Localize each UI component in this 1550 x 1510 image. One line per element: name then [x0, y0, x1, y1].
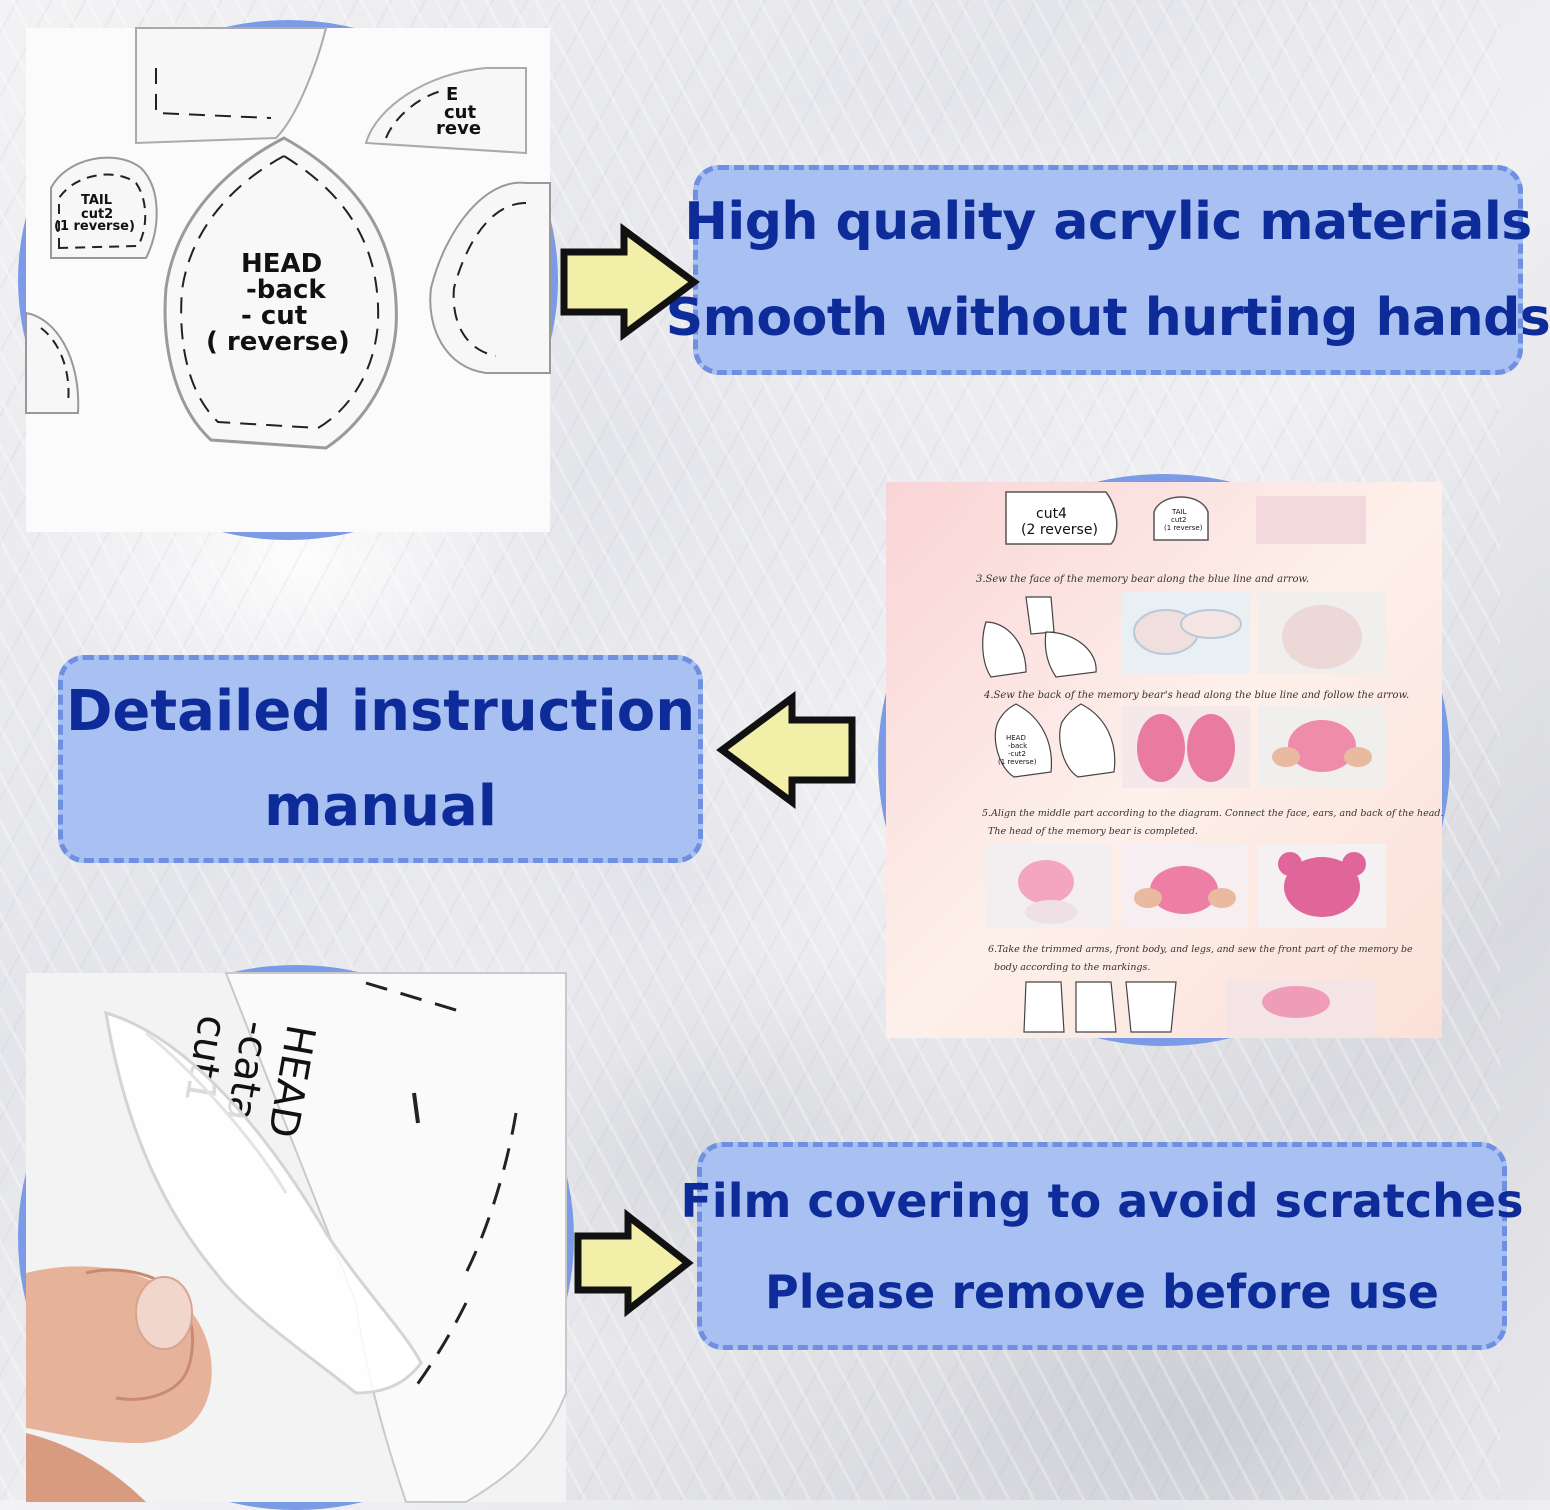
instruction-manual-photo: cut4 (2 reverse) TAIL cut2 (1 reverse) 3… [878, 474, 1450, 1046]
right-arrow-icon [574, 1208, 694, 1318]
acrylic-quality-line-1: High quality acrylic materials [684, 192, 1532, 252]
tail-label-2: cut2 [81, 207, 113, 222]
tail-label-1: TAIL [81, 193, 112, 208]
manual-head-label-2: -back [1008, 742, 1028, 750]
acrylic-quality-line-2: Smooth without hurting hands [665, 288, 1550, 348]
head-label-2: -back [246, 275, 326, 305]
ear-fragment-label-3: reve [436, 118, 481, 139]
head-label-3: - cut [241, 301, 307, 331]
manual-step-3: 3.Sew the face of the memory bear along … [976, 574, 1309, 585]
manual-step-6-line-1: 6.Take the trimmed arms, front body, and… [988, 944, 1413, 955]
left-arrow-icon [716, 691, 856, 809]
instruction-manual-line-2: manual [264, 774, 497, 839]
film-covering-line-1: Film covering to avoid scratches [680, 1173, 1524, 1228]
head-label-4: ( reverse) [206, 327, 350, 357]
acrylic-quality-callout: High quality acrylic materials Smooth wi… [666, 165, 1550, 375]
manual-ear-label-2: (2 reverse) [1021, 522, 1098, 538]
acrylic-templates-photo: E cut reve TAIL cut2 (1 reverse) HEAD -b… [18, 20, 558, 540]
manual-step-6-line-2: body according to the markings. [994, 962, 1150, 973]
film-covering-line-2: Please remove before use [765, 1264, 1439, 1319]
tail-label-3: (1 reverse) [54, 219, 135, 234]
ear-fragment-label-2: cut [444, 102, 476, 123]
manual-step-5-line-2: The head of the memory bear is completed… [988, 826, 1198, 837]
manual-head-label-4: (1 reverse) [998, 758, 1037, 766]
instruction-manual-line-1: Detailed instruction [65, 679, 696, 744]
manual-head-label-1: HEAD [1006, 734, 1026, 742]
ear-fragment-label-1: E [446, 84, 458, 105]
film-covering-callout: Film covering to avoid scratches Please … [681, 1142, 1524, 1350]
manual-ear-label-1: cut4 [1036, 506, 1067, 522]
film-covering-photo: HEAD -cata cut1 [18, 965, 574, 1510]
manual-step-5-line-1: 5.Align the middle part according to the… [982, 808, 1444, 819]
manual-tail-label-2: cut2 [1171, 516, 1186, 524]
right-arrow-icon [560, 223, 700, 341]
manual-tail-label-3: (1 reverse) [1164, 524, 1203, 532]
manual-head-label-3: -cut2 [1008, 750, 1026, 758]
head-label-1: HEAD [241, 249, 322, 279]
manual-step-4: 4.Sew the back of the memory bear's head… [983, 690, 1409, 701]
manual-tail-label-1: TAIL [1171, 508, 1187, 516]
instruction-manual-callout: Detailed instruction manual [58, 655, 703, 863]
